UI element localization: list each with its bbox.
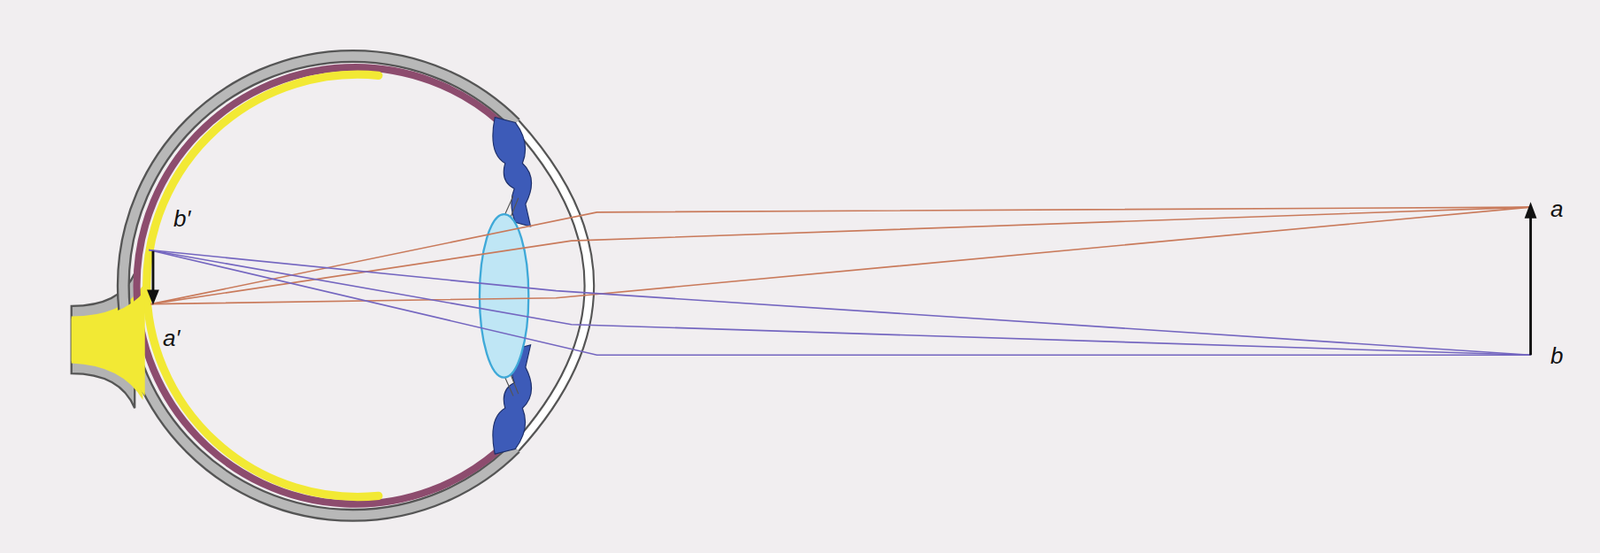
choroid	[137, 67, 500, 505]
image-label: a′	[162, 326, 180, 350]
image-label: b′	[173, 207, 191, 231]
sclera-outline	[123, 55, 516, 516]
optic-disc	[71, 291, 146, 397]
iris-upper	[492, 117, 532, 227]
rays-a	[151, 207, 1531, 305]
object-arrowhead	[1524, 201, 1538, 218]
retina	[146, 74, 379, 497]
object-arrow	[1529, 215, 1532, 355]
image-arrowhead	[146, 289, 160, 305]
object-label: a	[1550, 197, 1563, 221]
rays-b	[148, 250, 1531, 356]
object-label: b	[1550, 344, 1563, 368]
lens	[479, 214, 529, 377]
sclera	[123, 55, 516, 516]
image-arrow	[152, 251, 155, 293]
